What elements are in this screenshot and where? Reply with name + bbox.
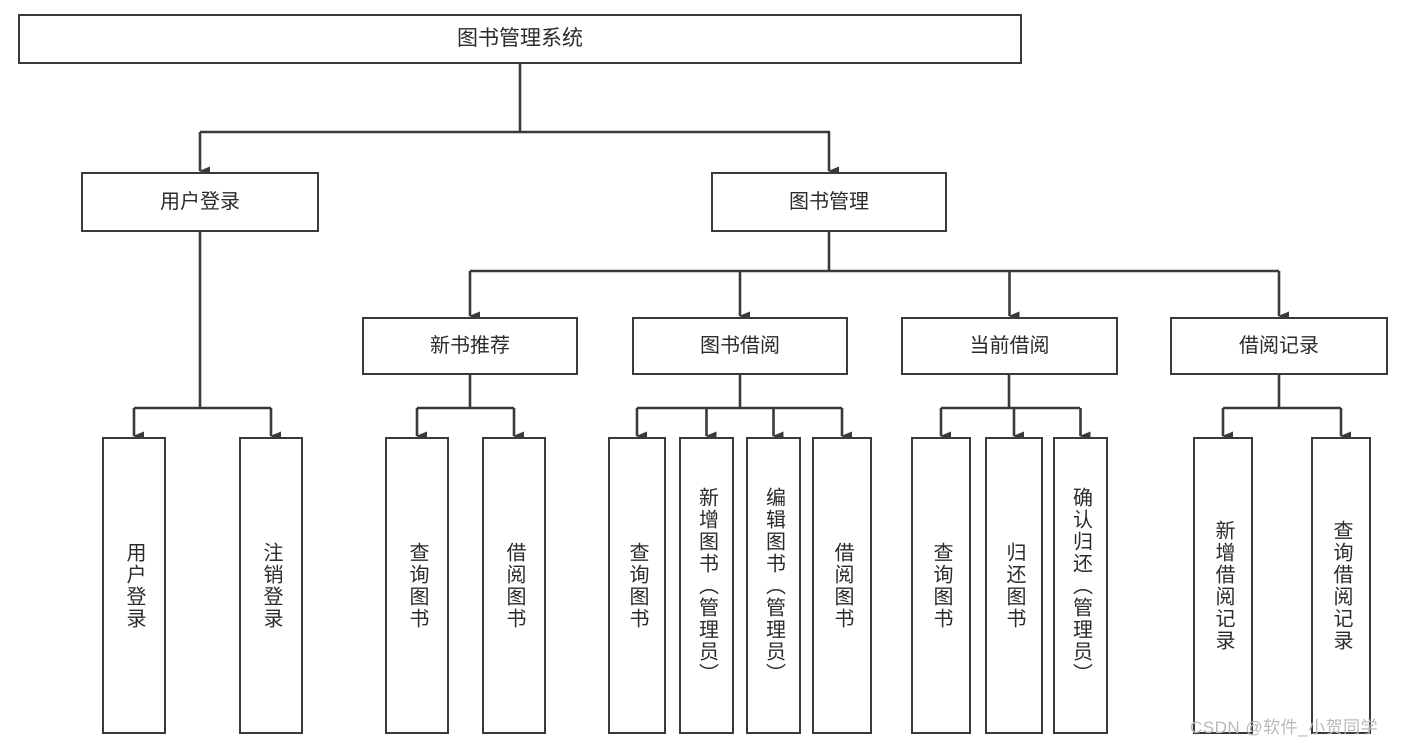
node-label: 借阅记录: [1239, 334, 1319, 357]
node-newbook[interactable]: 新书推荐: [362, 317, 578, 375]
node-l8[interactable]: 借阅图书: [812, 437, 872, 734]
node-label: 编辑图书（管理员）: [762, 486, 785, 685]
node-l9[interactable]: 查询图书: [911, 437, 971, 734]
node-label: 借阅图书: [503, 541, 525, 630]
node-l6[interactable]: 新增图书（管理员）: [679, 437, 734, 734]
node-l12[interactable]: 新增借阅记录: [1193, 437, 1253, 734]
node-label: 图书管理系统: [457, 26, 583, 50]
node-label: 归还图书: [1003, 541, 1025, 630]
connector-paths: [132, 64, 1351, 441]
node-l1[interactable]: 用户登录: [102, 437, 166, 734]
node-borrow[interactable]: 图书借阅: [632, 317, 848, 375]
node-label: 新书推荐: [430, 334, 510, 357]
node-l7[interactable]: 编辑图书（管理员）: [746, 437, 801, 734]
node-login[interactable]: 用户登录: [81, 172, 319, 232]
node-label: 确认归还（管理员）: [1069, 486, 1092, 685]
node-label: 借阅图书: [831, 541, 853, 630]
node-label: 查询图书: [626, 541, 648, 630]
node-records[interactable]: 借阅记录: [1170, 317, 1388, 375]
node-current[interactable]: 当前借阅: [901, 317, 1118, 375]
node-l4[interactable]: 借阅图书: [482, 437, 546, 734]
node-l13[interactable]: 查询借阅记录: [1311, 437, 1371, 734]
node-l11[interactable]: 确认归还（管理员）: [1053, 437, 1108, 734]
node-label: 新增图书（管理员）: [695, 486, 718, 685]
node-l5[interactable]: 查询图书: [608, 437, 666, 734]
node-l2[interactable]: 注销登录: [239, 437, 303, 734]
node-label: 图书借阅: [700, 334, 780, 357]
node-bookmgr[interactable]: 图书管理: [711, 172, 947, 232]
node-label: 查询借阅记录: [1330, 519, 1352, 652]
node-label: 用户登录: [160, 190, 240, 213]
node-l10[interactable]: 归还图书: [985, 437, 1043, 734]
node-label: 新增借阅记录: [1212, 519, 1234, 652]
node-root[interactable]: 图书管理系统: [18, 14, 1022, 64]
node-label: 用户登录: [123, 541, 145, 630]
node-label: 查询图书: [406, 541, 428, 630]
node-label: 注销登录: [260, 541, 282, 630]
watermark: CSDN @软件_小贺同学: [1190, 718, 1379, 737]
node-label: 图书管理: [789, 190, 869, 213]
node-label: 当前借阅: [969, 334, 1050, 357]
node-l3[interactable]: 查询图书: [385, 437, 449, 734]
node-label: 查询图书: [930, 541, 952, 630]
